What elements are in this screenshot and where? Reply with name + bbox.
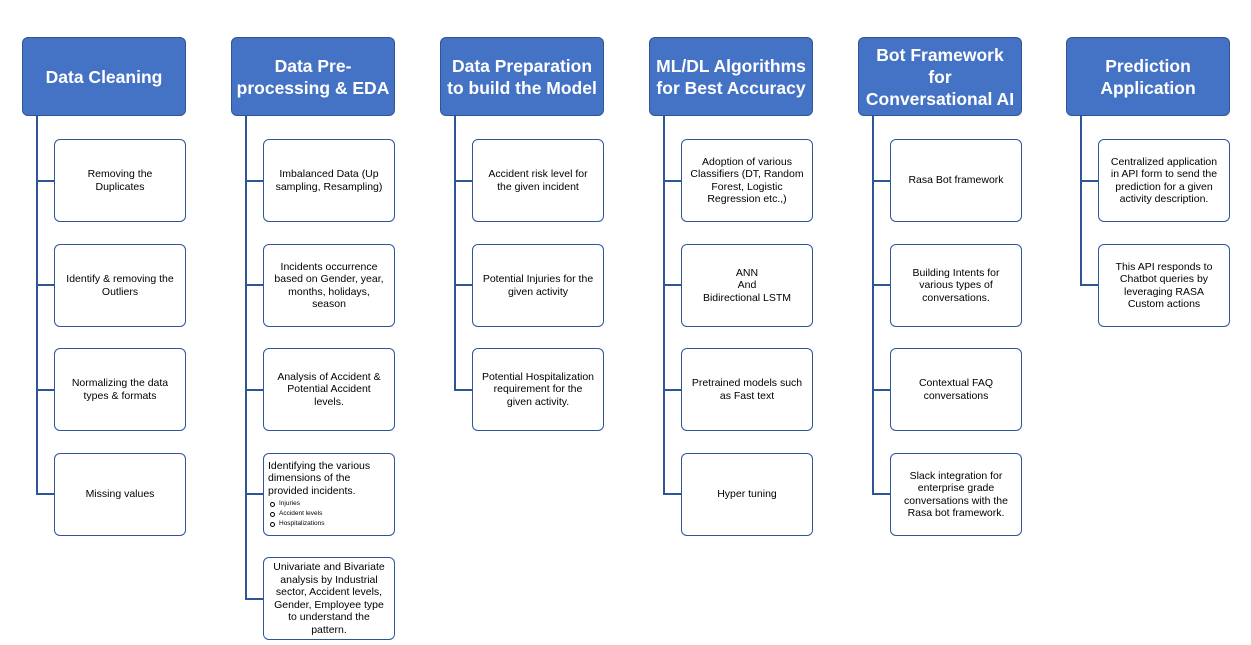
connector-branch — [454, 389, 472, 391]
step-box: Contextual FAQ conversations — [890, 348, 1022, 431]
step-box: Univariate and Bivariate analysis by Ind… — [263, 557, 395, 640]
step-box: Potential Injuries for the given activit… — [472, 244, 604, 327]
connector-branch — [872, 493, 890, 495]
sub-list-item: Hospitalizations — [268, 519, 325, 529]
connector-branch — [36, 284, 54, 286]
connector-branch — [663, 180, 681, 182]
header-data-cleaning: Data Cleaning — [22, 37, 186, 116]
step-box: Centralized application in API form to s… — [1098, 139, 1230, 222]
connector-branch — [663, 389, 681, 391]
sub-list: Injuries Accident levels Hospitalization… — [268, 499, 325, 529]
step-text: Identifying the various dimensions of th… — [268, 459, 371, 497]
connector-branch — [1080, 180, 1098, 182]
connector-branch — [245, 180, 263, 182]
step-box: Adoption of various Classifiers (DT, Ran… — [681, 139, 813, 222]
circle-bullet-icon — [270, 501, 275, 507]
connector-trunk — [36, 116, 38, 494]
connector-trunk — [872, 116, 874, 494]
connector-branch — [245, 284, 263, 286]
connector-branch — [1080, 284, 1098, 286]
step-box: Identify & removing the Outliers — [54, 244, 186, 327]
connector-branch — [454, 284, 472, 286]
step-box: Hyper tuning — [681, 453, 813, 536]
step-box: Pretrained models such as Fast text — [681, 348, 813, 431]
sub-list-item: Injuries — [268, 499, 325, 509]
connector-branch — [663, 284, 681, 286]
connector-branch — [245, 493, 263, 495]
connector-branch — [36, 180, 54, 182]
circle-bullet-icon — [270, 521, 275, 527]
step-box: Normalizing the data types & formats — [54, 348, 186, 431]
connector-branch — [872, 180, 890, 182]
step-box: Incidents occurrence based on Gender, ye… — [263, 244, 395, 327]
header-data-preparation: Data Preparation to build the Model — [440, 37, 604, 116]
connector-branch — [872, 389, 890, 391]
connector-branch — [245, 598, 263, 600]
step-box: Potential Hospitalization requirement fo… — [472, 348, 604, 431]
connector-branch — [36, 493, 54, 495]
circle-bullet-icon — [270, 511, 275, 517]
step-box: Slack integration for enterprise grade c… — [890, 453, 1022, 536]
header-preprocessing-eda: Data Pre-processing & EDA — [231, 37, 395, 116]
step-box: ANN And Bidirectional LSTM — [681, 244, 813, 327]
connector-branch — [245, 389, 263, 391]
step-box: Accident risk level for the given incide… — [472, 139, 604, 222]
step-box: Analysis of Accident & Potential Acciden… — [263, 348, 395, 431]
connector-trunk — [245, 116, 247, 599]
step-box: Removing the Duplicates — [54, 139, 186, 222]
connector-trunk — [1080, 116, 1082, 286]
step-box-with-list: Identifying the various dimensions of th… — [263, 453, 395, 536]
connector-trunk — [454, 116, 456, 390]
step-box: Rasa Bot framework — [890, 139, 1022, 222]
header-bot-framework: Bot Framework for Conversational AI — [858, 37, 1022, 116]
step-box: Building Intents for various types of co… — [890, 244, 1022, 327]
connector-branch — [454, 180, 472, 182]
sub-list-item: Accident levels — [268, 509, 325, 519]
connector-trunk — [663, 116, 665, 494]
header-prediction-application: Prediction Application — [1066, 37, 1230, 116]
step-box: Imbalanced Data (Up sampling, Resampling… — [263, 139, 395, 222]
connector-branch — [872, 284, 890, 286]
connector-branch — [36, 389, 54, 391]
header-ml-dl-algorithms: ML/DL Algorithms for Best Accuracy — [649, 37, 813, 116]
connector-branch — [663, 493, 681, 495]
step-box: This API responds to Chatbot queries by … — [1098, 244, 1230, 327]
step-box: Missing values — [54, 453, 186, 536]
